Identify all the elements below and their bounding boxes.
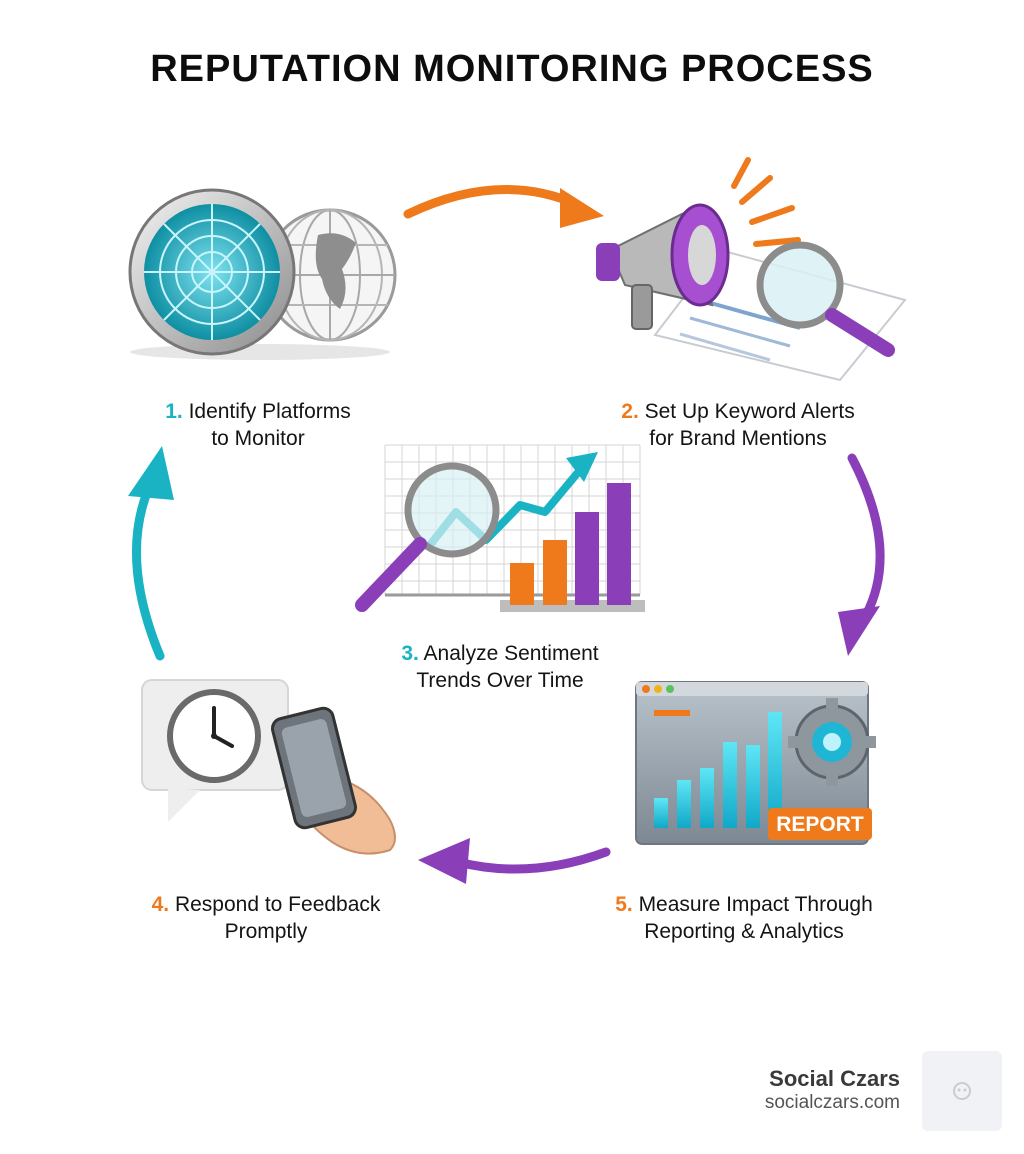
- page-title: REPUTATION MONITORING PROCESS: [150, 48, 874, 90]
- step-1-number: 1.: [165, 400, 183, 423]
- step-4-line2: Promptly: [224, 920, 308, 943]
- arrow-1-to-2: [403, 185, 604, 228]
- step-2-line1: Set Up Keyword Alerts: [644, 400, 855, 423]
- step-2-number: 2.: [621, 400, 639, 423]
- step-1-line2: to Monitor: [211, 427, 305, 450]
- brand-logo-icon: [922, 1051, 1002, 1131]
- radar-globe-icon: [128, 188, 397, 360]
- step-5-line2: Reporting & Analytics: [644, 920, 844, 943]
- arrow-5-to-4: [418, 838, 611, 884]
- step-3-line1: Analyze Sentiment: [423, 642, 599, 665]
- step-3-number: 3.: [401, 642, 419, 665]
- brand-block: Social Czars socialczars.com: [765, 1066, 900, 1114]
- step-5-line1: Measure Impact Through: [638, 893, 873, 916]
- step-4-number: 4.: [151, 893, 170, 916]
- clock-phone-icon: [141, 679, 396, 855]
- step-2-label: 2. Set Up Keyword Alerts for Brand Menti…: [578, 398, 898, 452]
- report-badge: REPORT: [776, 813, 864, 836]
- brand-url: socialczars.com: [764, 1092, 900, 1113]
- step-1-label: 1. Identify Platforms to Monitor: [98, 398, 418, 452]
- step-5-number: 5.: [615, 893, 633, 916]
- step-5-label: 5. Measure Impact Through Reporting & An…: [584, 891, 904, 945]
- gear-icon: [788, 698, 876, 786]
- step-3-label: 3. Analyze Sentiment Trends Over Time: [340, 640, 660, 694]
- brand-name: Social Czars: [769, 1066, 900, 1091]
- step-4-line1: Respond to Feedback: [174, 893, 381, 916]
- arrow-2-to-5: [838, 453, 885, 656]
- step-4-label: 4. Respond to Feedback Promptly: [106, 891, 426, 945]
- step-3-line2: Trends Over Time: [416, 669, 584, 692]
- report-dashboard-icon: REPORT: [635, 681, 876, 845]
- megaphone-magnifier-icon: [596, 157, 907, 382]
- trend-chart-icon: [355, 444, 645, 612]
- step-2-line2: for Brand Mentions: [649, 427, 827, 450]
- arrow-4-to-1: [128, 446, 174, 661]
- step-1-line1: Identify Platforms: [188, 400, 351, 423]
